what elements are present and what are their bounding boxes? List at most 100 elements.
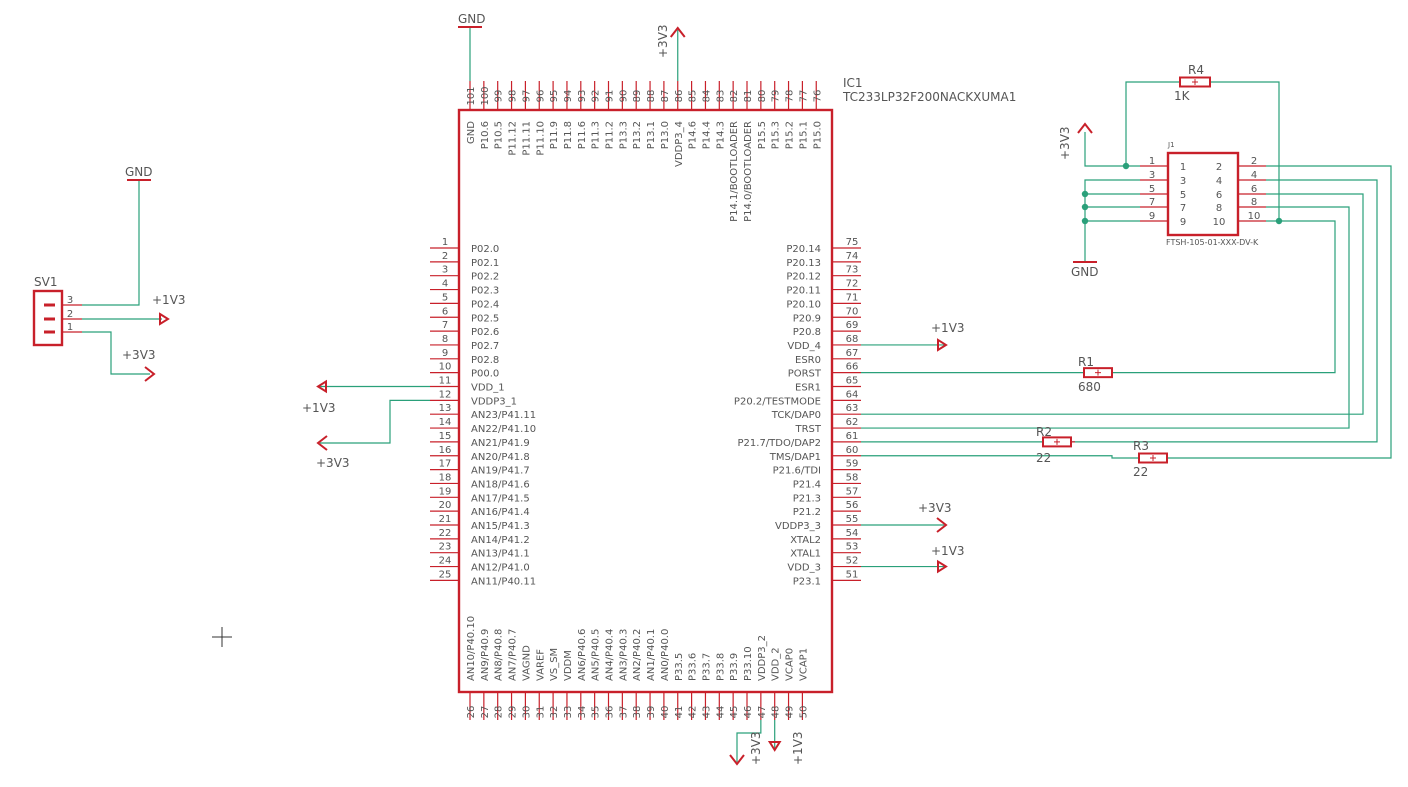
ic-pin-label: P14.3 bbox=[715, 121, 726, 149]
ic-pin-label: VDD_2 bbox=[771, 647, 782, 681]
ic-pin-label: P15.2 bbox=[785, 121, 796, 149]
ic-pin-number: 52 bbox=[846, 556, 859, 567]
ic-pin-number: 42 bbox=[688, 706, 699, 719]
ic-pin-number: 12 bbox=[439, 389, 452, 400]
ic-pin-label: P02.6 bbox=[471, 327, 499, 338]
ic-pin-label: P21.2 bbox=[793, 507, 821, 518]
ic-pin-number: 89 bbox=[632, 90, 643, 103]
ic-pin-label: VDDM bbox=[563, 650, 574, 681]
v33-arrow-icon-55 bbox=[936, 517, 948, 533]
ic-pin-number: 54 bbox=[846, 528, 859, 539]
ic-pin-number: 5 bbox=[442, 292, 448, 303]
junction-dot-gnd bbox=[1081, 190, 1089, 198]
ic-pin-number: 49 bbox=[785, 706, 796, 719]
ic-pin-number: 9 bbox=[442, 348, 448, 359]
ic-pin-number: 64 bbox=[846, 389, 859, 400]
ic-pin-label: P02.5 bbox=[471, 313, 499, 324]
ic-pin-number: 65 bbox=[846, 376, 859, 387]
ic-pin-label: AN14/P41.2 bbox=[471, 535, 530, 546]
v13-triangle-icon-left bbox=[316, 379, 327, 394]
v33-arrow-icon-top bbox=[669, 26, 686, 38]
ic-pin-label: P20.12 bbox=[786, 272, 821, 283]
j1-outer-pin-number: 10 bbox=[1248, 211, 1261, 222]
sv1-body bbox=[32, 289, 64, 347]
ic-pin-number: 24 bbox=[439, 556, 452, 567]
ic-pin-number: 93 bbox=[577, 90, 588, 103]
ic-pin-number: 68 bbox=[846, 334, 859, 345]
ic-pin-label: P13.0 bbox=[660, 121, 671, 149]
wire-r4-left bbox=[1125, 81, 1180, 166]
ic-pin-number: 47 bbox=[757, 706, 768, 719]
ic-pin-label: P11.11 bbox=[521, 121, 532, 156]
j1-inner-pin-number: 4 bbox=[1216, 176, 1222, 187]
ic-pin-number: 69 bbox=[846, 320, 859, 331]
ic-pin-number: 28 bbox=[494, 706, 505, 719]
ic-pin-number: 29 bbox=[508, 706, 519, 719]
ic-pin-label: AN21/P41.9 bbox=[471, 438, 530, 449]
ic-pin-number: 72 bbox=[846, 279, 859, 290]
ic-pin-label: P33.8 bbox=[715, 653, 726, 681]
ic-pin-label: GND bbox=[466, 121, 477, 144]
j1-outer-pin-number: 8 bbox=[1251, 197, 1257, 208]
sv1-name: SV1 bbox=[34, 275, 57, 289]
ic-pin-label: AN13/P41.1 bbox=[471, 549, 530, 560]
ic-pin-label: P02.2 bbox=[471, 272, 499, 283]
ic-pin-number: 34 bbox=[577, 706, 588, 719]
ic-pin-label: AN22/P41.10 bbox=[471, 424, 536, 435]
ic-pin-label: AN8/P40.8 bbox=[494, 629, 505, 681]
ic-pin-label: VCAP0 bbox=[785, 648, 796, 681]
ic-pin-label: AN23/P41.11 bbox=[471, 410, 536, 421]
ic-pin-label: P10.5 bbox=[494, 121, 505, 149]
ic-pin-label: VAREF bbox=[535, 649, 546, 681]
ic-pin-label: P11.9 bbox=[549, 121, 560, 149]
ic-pin-number: 25 bbox=[439, 569, 452, 580]
ic-pin-number: 101 bbox=[466, 86, 477, 105]
ic-pin-label: P33.10 bbox=[743, 646, 754, 681]
j1-inner-pin-number: 5 bbox=[1180, 190, 1186, 201]
ic-pin-number: 92 bbox=[591, 90, 602, 103]
ic-pin-label: P20.9 bbox=[793, 313, 821, 324]
ic-pin-number: 91 bbox=[605, 90, 616, 103]
ic-pin-number: 15 bbox=[439, 431, 452, 442]
junction-dot-pin10 bbox=[1275, 217, 1283, 225]
ic-pin-label: VDDP3_2 bbox=[757, 635, 768, 681]
ic-pin-label: TMS/DAP1 bbox=[769, 452, 821, 463]
j1-outer-pin-number: 6 bbox=[1251, 184, 1257, 195]
ic-pin-number: 32 bbox=[549, 706, 560, 719]
ic-pin-label: VDDP3_1 bbox=[471, 396, 517, 407]
ic-pin-number: 96 bbox=[535, 90, 546, 103]
ic-pin-label: VDDP3_3 bbox=[775, 521, 821, 532]
r4-body bbox=[1179, 76, 1211, 88]
ic-pin-label: AN3/P40.3 bbox=[618, 629, 629, 681]
ic-pin-label: AN12/P41.0 bbox=[471, 563, 530, 574]
ic-pin-number: 81 bbox=[743, 90, 754, 103]
r1-value: 680 bbox=[1078, 380, 1101, 394]
r2-value: 22 bbox=[1036, 451, 1051, 465]
wire-vddp3-1 bbox=[320, 399, 430, 444]
ic-pin-label: P33.7 bbox=[701, 653, 712, 681]
r1-name: R1 bbox=[1078, 355, 1094, 369]
ic-pin-number: 4 bbox=[442, 279, 448, 290]
v13-label-68: +1V3 bbox=[931, 321, 965, 335]
ic-pin-label: P20.13 bbox=[786, 258, 821, 269]
wire-j1-gnd bbox=[1084, 179, 1140, 262]
j1-body bbox=[1166, 151, 1240, 237]
ic-pin-label: P02.0 bbox=[471, 244, 499, 255]
ic-pin-number: 13 bbox=[439, 403, 452, 414]
ic-pin-number: 82 bbox=[729, 90, 740, 103]
v13-triangle-icon-68 bbox=[937, 338, 948, 352]
ic-pin-label: P00.0 bbox=[471, 369, 499, 380]
components: 1P02.02P02.13P02.24P02.35P02.46P02.57P02… bbox=[32, 26, 1283, 766]
j1-outer-pin-number: 2 bbox=[1251, 156, 1257, 167]
j1-inner-pin-number: 3 bbox=[1180, 176, 1186, 187]
r3-body bbox=[1138, 452, 1168, 464]
j1-outer-pin-number: 4 bbox=[1251, 170, 1257, 181]
v33-label-top: +3V3 bbox=[656, 24, 670, 58]
ic-pin-label: VDD_3 bbox=[787, 563, 821, 574]
ic-pin-number: 85 bbox=[688, 90, 699, 103]
ic-pin-number: 87 bbox=[660, 90, 671, 103]
ic-pin-number: 98 bbox=[508, 90, 519, 103]
ic-pin-label: P02.4 bbox=[471, 299, 499, 310]
ic-pin-label: P14.6 bbox=[688, 121, 699, 149]
